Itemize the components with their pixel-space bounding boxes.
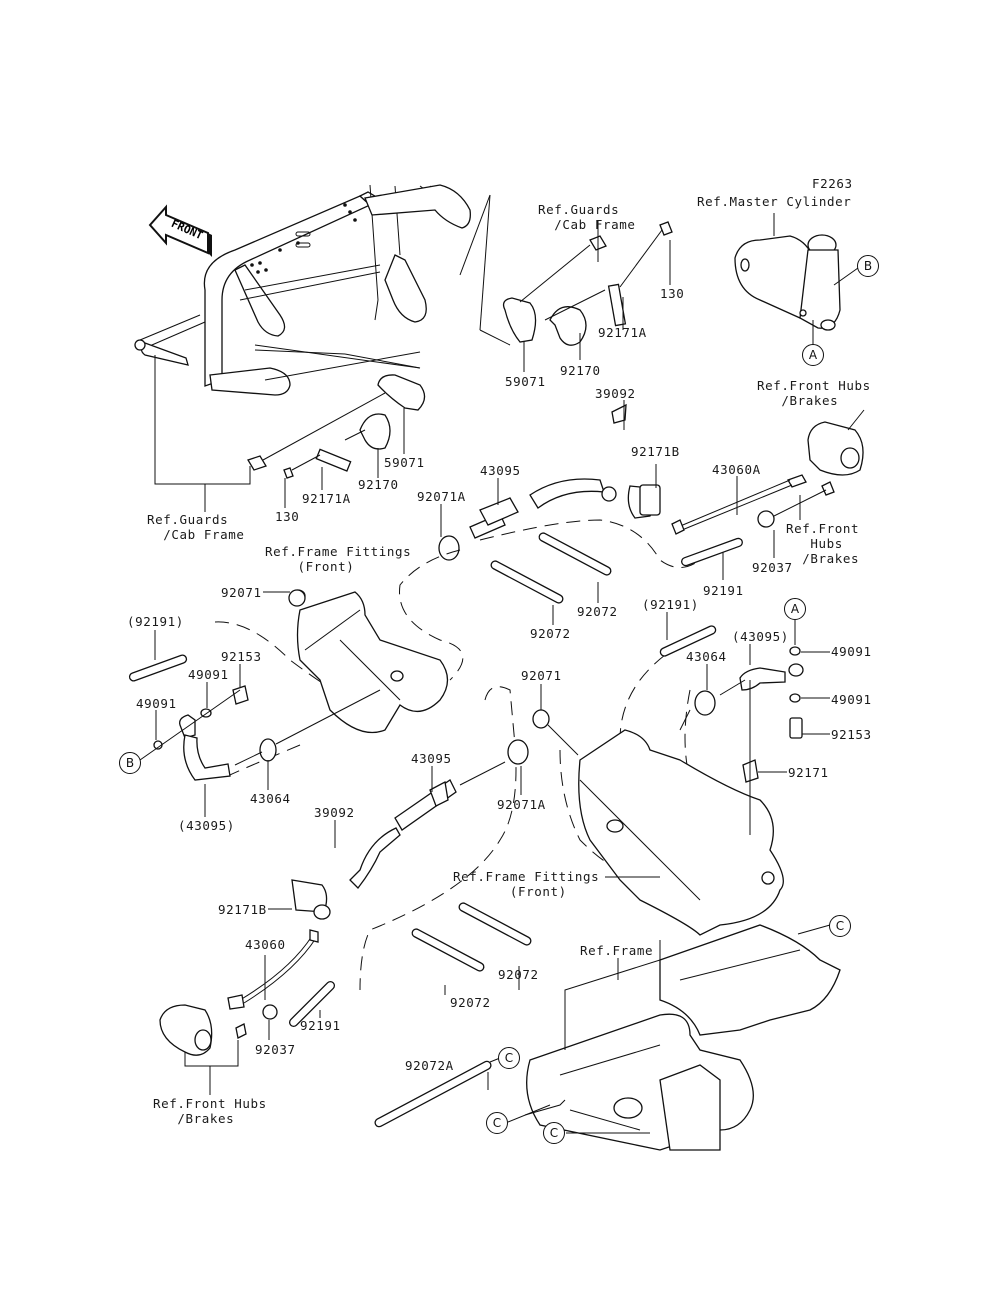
part-43095-top[interactable]: 43095 xyxy=(480,463,521,478)
part-92071A-mid[interactable]: 92071A xyxy=(497,797,546,812)
ref-frame-drawing xyxy=(525,925,840,1150)
part-92171A-mid[interactable]: 92171A xyxy=(302,491,351,506)
part-92071A-top[interactable]: 92071A xyxy=(417,489,466,504)
part-92171B-low[interactable]: 92171B xyxy=(218,902,267,917)
front-hub-right-drawing xyxy=(672,422,863,534)
ref-guards-cab-frame-top: Ref.Guards /Cab Frame xyxy=(538,202,636,232)
part-92171B-top[interactable]: 92171B xyxy=(631,444,680,459)
marker-c-bottom: C xyxy=(543,1122,565,1144)
part-39092-top[interactable]: 39092 xyxy=(595,386,636,401)
part-92072-d[interactable]: 92072 xyxy=(450,995,491,1010)
leader-lines xyxy=(155,213,864,1133)
ref-guards-cab-frame-left: Ref.Guards /Cab Frame xyxy=(147,512,245,542)
part-92171A-top[interactable]: 92171A xyxy=(598,325,647,340)
master-cylinder-drawing xyxy=(735,235,840,330)
part-130-top[interactable]: 130 xyxy=(660,286,685,301)
upper-clamp-group xyxy=(504,220,672,345)
cab-frame-drawing xyxy=(135,185,510,395)
part-92170-mid[interactable]: 92170 xyxy=(358,477,399,492)
front-arrow-icon: FRONT xyxy=(148,203,212,257)
ref-frame: Ref.Frame xyxy=(580,943,654,958)
frame-fitting-lower-drawing xyxy=(579,730,784,935)
part-43060A[interactable]: 43060A xyxy=(712,462,761,477)
part-49091-left-a[interactable]: 49091 xyxy=(188,667,229,682)
part-43060[interactable]: 43060 xyxy=(245,937,286,952)
figure-code: F2263 xyxy=(812,176,853,191)
ref-front-hubs-right: Ref.Front Hubs /Brakes xyxy=(786,521,860,566)
part-92037-top[interactable]: 92037 xyxy=(752,560,793,575)
marker-c-tie: C xyxy=(498,1047,520,1069)
part-49091-right-a[interactable]: 49091 xyxy=(831,644,872,659)
part-49091-left-b[interactable]: 49091 xyxy=(136,696,177,711)
part-92037-low[interactable]: 92037 xyxy=(255,1042,296,1057)
part-92071-mid[interactable]: 92071 xyxy=(521,668,562,683)
part-92191-low[interactable]: 92191 xyxy=(300,1018,341,1033)
frame-fitting-upper-drawing xyxy=(291,590,448,733)
part-92191-left-paren[interactable]: (92191) xyxy=(127,614,184,629)
part-92171-right[interactable]: 92171 xyxy=(788,765,829,780)
ref-front-hubs-bottom: Ref.Front Hubs /Brakes xyxy=(153,1096,267,1126)
ref-frame-fittings-lower: Ref.Frame Fittings (Front) xyxy=(453,869,600,899)
part-92153-left[interactable]: 92153 xyxy=(221,649,262,664)
hose-43095-left xyxy=(128,590,380,780)
part-92072-b[interactable]: 92072 xyxy=(530,626,571,641)
part-92191-right-paren[interactable]: (92191) xyxy=(642,597,699,612)
part-92071-left[interactable]: 92071 xyxy=(221,585,262,600)
part-92072-c[interactable]: 92072 xyxy=(498,967,539,982)
part-43064-right[interactable]: 43064 xyxy=(686,649,727,664)
marker-c-left: C xyxy=(486,1112,508,1134)
marker-c-top: C xyxy=(829,915,851,937)
marker-a-right: A xyxy=(784,598,806,620)
part-59071-top[interactable]: 59071 xyxy=(505,374,546,389)
ref-master-cylinder: Ref.Master Cylinder xyxy=(697,194,852,209)
part-92191-top[interactable]: 92191 xyxy=(703,583,744,598)
cable-ties xyxy=(374,532,612,1128)
part-92072A[interactable]: 92072A xyxy=(405,1058,454,1073)
part-43095-mid[interactable]: 43095 xyxy=(411,751,452,766)
ref-frame-fittings-upper: Ref.Frame Fittings (Front) xyxy=(265,544,412,574)
part-43095-right-paren[interactable]: (43095) xyxy=(732,629,789,644)
part-49091-right-b[interactable]: 49091 xyxy=(831,692,872,707)
lower-hose-hub xyxy=(160,880,336,1055)
front-direction-arrow: FRONT xyxy=(148,203,212,267)
part-130-mid[interactable]: 130 xyxy=(275,509,300,524)
part-43095-left-paren[interactable]: (43095) xyxy=(178,818,235,833)
marker-b-left: B xyxy=(119,752,141,774)
part-92153-right[interactable]: 92153 xyxy=(831,727,872,742)
part-43064-left[interactable]: 43064 xyxy=(250,791,291,806)
hose-43095-upper xyxy=(439,405,660,560)
marker-a-top: A xyxy=(802,344,824,366)
part-59071-mid[interactable]: 59071 xyxy=(384,455,425,470)
hose-43095-right xyxy=(659,537,803,835)
part-92072-a[interactable]: 92072 xyxy=(577,604,618,619)
part-92170-top[interactable]: 92170 xyxy=(560,363,601,378)
part-39092-mid[interactable]: 39092 xyxy=(314,805,355,820)
marker-b-top: B xyxy=(857,255,879,277)
ref-front-hubs-top: Ref.Front Hubs /Brakes xyxy=(757,378,871,408)
middle-clamp-group xyxy=(248,352,425,478)
